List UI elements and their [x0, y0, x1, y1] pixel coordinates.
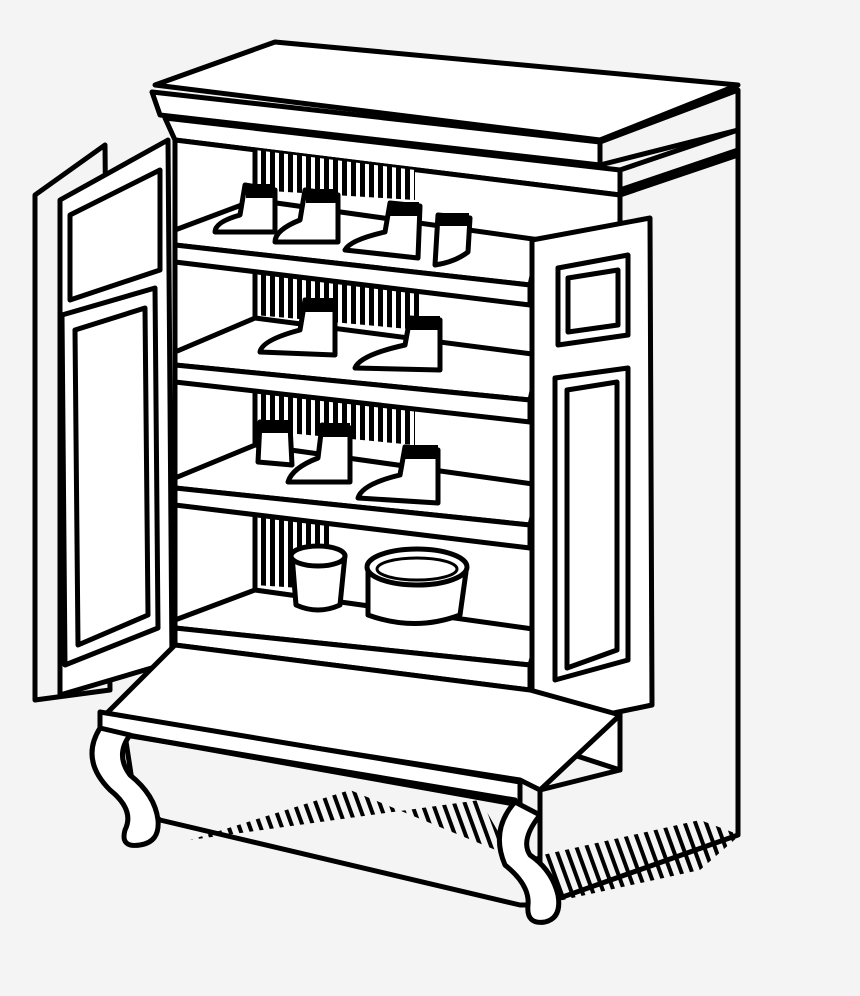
- boot-8: [285, 422, 353, 485]
- left-leg: [89, 725, 161, 848]
- ground-shadow: [190, 790, 740, 905]
- boot-2: [272, 187, 341, 245]
- cabinet-top: [149, 39, 741, 198]
- boot-1: [212, 182, 278, 235]
- left-door: [32, 137, 175, 703]
- small-pot: [288, 543, 348, 613]
- boot-4: [432, 212, 473, 268]
- boot-5: [257, 297, 338, 358]
- right-door: [529, 215, 655, 733]
- cabinet-base: [97, 642, 623, 908]
- boot-7: [255, 419, 295, 468]
- boot-3: [342, 200, 423, 261]
- boot-6: [352, 315, 443, 373]
- boot-9: [355, 444, 441, 506]
- large-basin: [364, 546, 470, 626]
- right-leg: [496, 799, 562, 925]
